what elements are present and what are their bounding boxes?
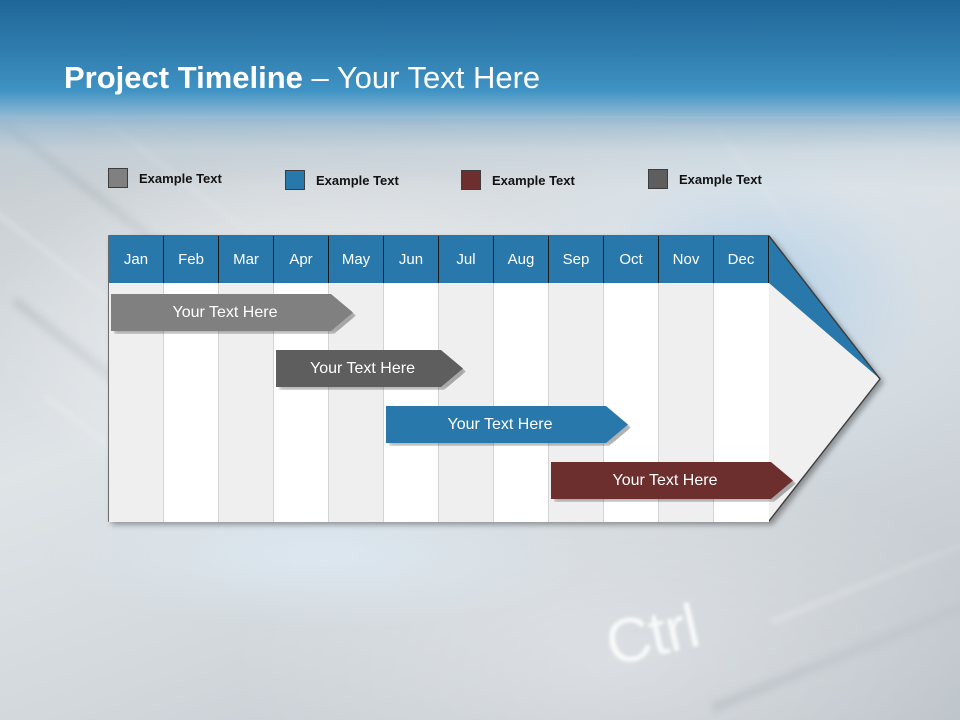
page-title-separator: – [302,60,337,95]
page-title-light: Your Text Here [336,60,541,95]
legend-item-2: Example Text [285,170,399,190]
legend-item-3: Example Text [461,170,575,190]
legend-label: Example Text [492,172,575,188]
task-bar-label: Your Text Here [612,471,718,489]
task-bar-label: Your Text Here [172,303,278,321]
legend-swatch-icon [108,168,128,188]
task-bar-label: Your Text Here [447,415,553,433]
legend-label: Example Text [139,170,222,186]
month-header-mar[interactable]: Mar [219,236,274,283]
timeline-column-feb [164,236,219,522]
page-title: Project Timeline – Your Text Here [64,60,540,96]
month-header-dec[interactable]: Dec [714,236,769,283]
month-header-apr[interactable]: Apr [274,236,329,283]
title-band [0,0,960,126]
month-header-jul[interactable]: Jul [439,236,494,283]
month-header-aug[interactable]: Aug [494,236,549,283]
legend-swatch-icon [461,170,481,190]
task-bar-1[interactable]: Your Text Here [111,294,353,331]
task-bar-4[interactable]: Your Text Here [551,462,793,499]
month-header-nov[interactable]: Nov [659,236,714,283]
timeline-column-jan [109,236,164,522]
timeline-column-aug [494,236,549,522]
month-header-oct[interactable]: Oct [604,236,659,283]
month-header-jan[interactable]: Jan [109,236,164,283]
timeline-column-mar [219,236,274,522]
legend-label: Example Text [679,171,762,187]
legend-swatch-icon [648,169,668,189]
month-header-jun[interactable]: Jun [384,236,439,283]
legend-item-1: Example Text [108,168,222,188]
task-bar-3[interactable]: Your Text Here [386,406,628,443]
page-title-bold: Project Timeline [64,60,303,95]
legend-label: Example Text [316,172,399,188]
month-header-sep[interactable]: Sep [549,236,604,283]
task-bar-2[interactable]: Your Text Here [276,350,463,387]
month-header-may[interactable]: May [329,236,384,283]
task-bar-label: Your Text Here [310,359,415,377]
legend-item-4: Example Text [648,169,762,189]
legend-swatch-icon [285,170,305,190]
month-header-feb[interactable]: Feb [164,236,219,283]
